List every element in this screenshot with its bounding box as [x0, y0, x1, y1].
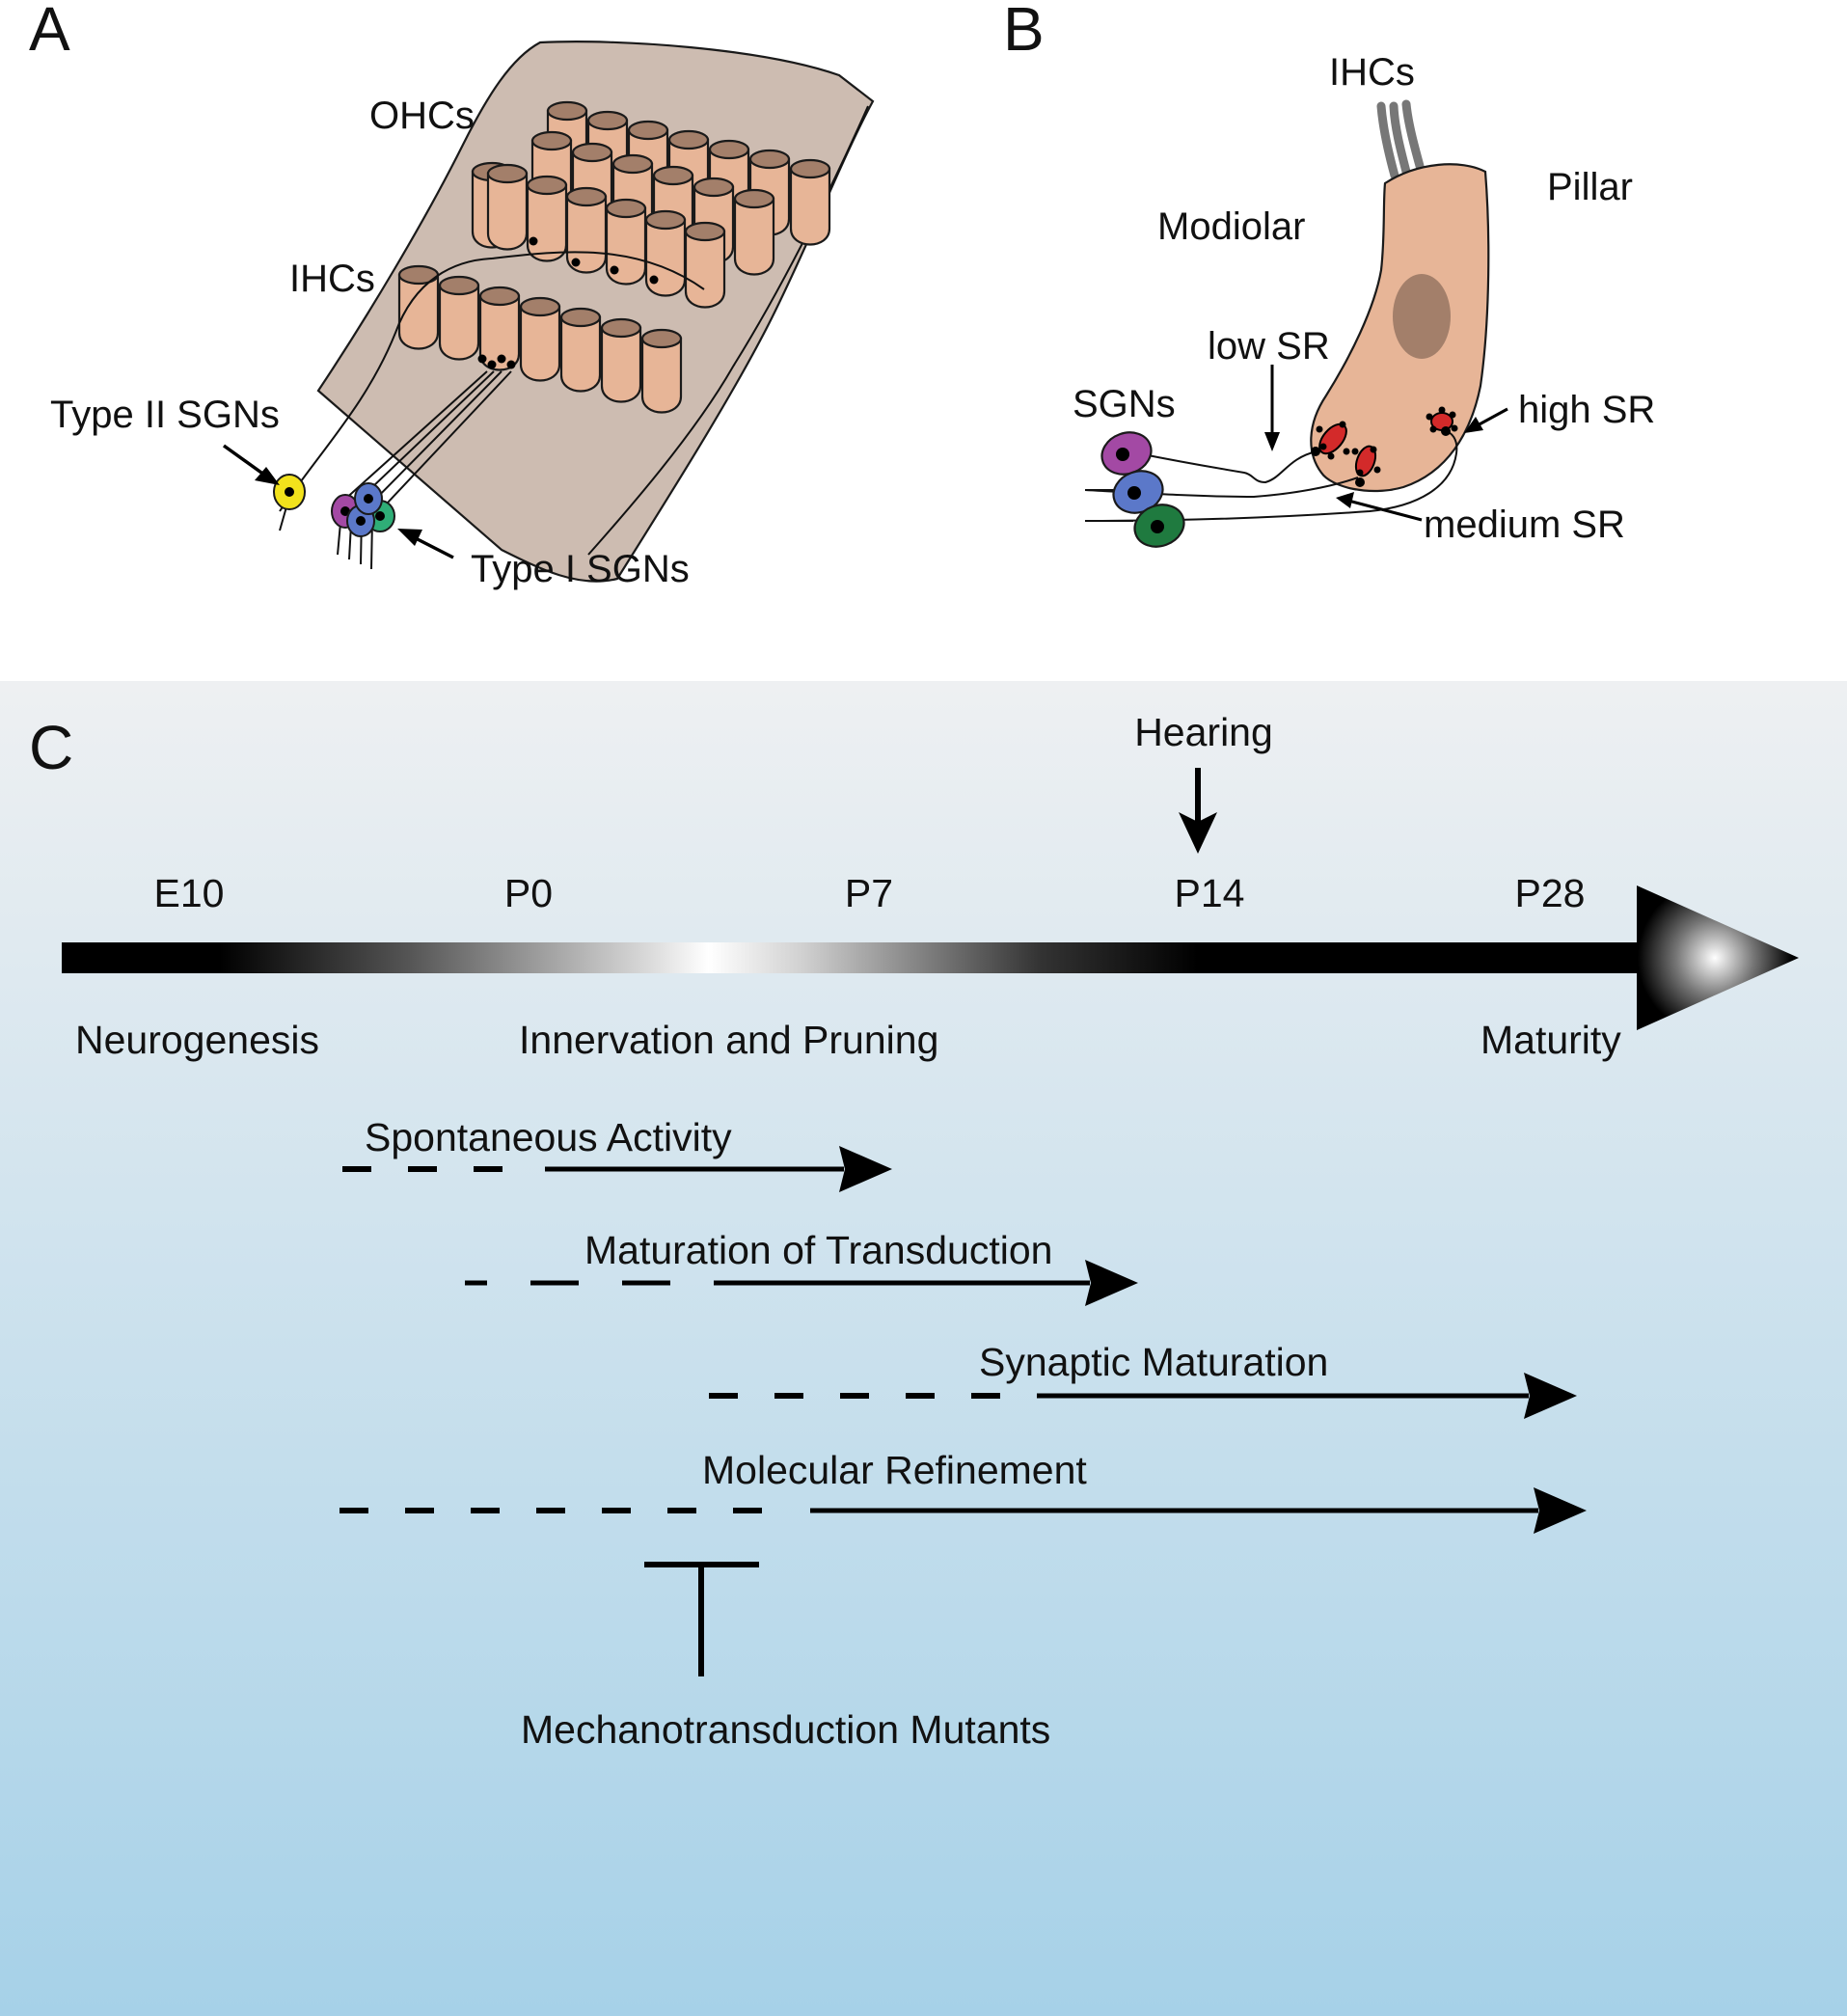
process-spontaneous-activity: Spontaneous Activity [342, 1115, 892, 1192]
process-arrowhead [1524, 1373, 1577, 1419]
timepoint-label: E10 [154, 871, 225, 915]
process-label: Molecular Refinement [702, 1448, 1087, 1492]
terminal [1441, 426, 1451, 436]
label-high-sr: high SR [1518, 389, 1655, 431]
hearing-label: Hearing [1134, 710, 1273, 754]
timepoint-labels: E10 P0 P7 P14 P28 [154, 871, 1586, 915]
type1-arrowhead [397, 529, 422, 546]
panel-a-letter: A [29, 0, 70, 64]
type1-sgns [331, 482, 395, 537]
hair-cell [789, 158, 831, 246]
timeline-arrowhead [1637, 885, 1799, 1030]
high-sr-arrowhead [1464, 417, 1483, 433]
timepoint-label: P0 [504, 871, 553, 915]
hair-cell [397, 264, 440, 350]
stereocilia-bundle [1376, 99, 1425, 180]
low-sr-arrowhead [1264, 432, 1280, 451]
label-modiolar: Modiolar [1157, 205, 1305, 248]
panel-a: A [29, 0, 875, 590]
process-synaptic-maturation: Synaptic Maturation [709, 1340, 1577, 1419]
type1-fiber [371, 370, 512, 520]
nucleus [1393, 274, 1451, 359]
tissue-fold-line [587, 105, 869, 556]
hair-cell [438, 275, 480, 361]
synapse-dots [477, 236, 659, 369]
label-medium-sr: medium SR [1424, 504, 1625, 546]
hair-cell [526, 175, 568, 262]
timeline-arrow [62, 885, 1799, 1030]
stage-neurogenesis: Neurogenesis [75, 1018, 319, 1062]
label-ohcs: OHCs [369, 95, 475, 137]
hair-cell [684, 221, 726, 309]
label-type2-sgns: Type II SGNs [50, 394, 280, 436]
inhibition-marker [644, 1562, 759, 1676]
label-type1-sgns: Type I SGNs [471, 548, 690, 590]
hair-cell [519, 296, 561, 382]
hair-cell [640, 328, 683, 414]
timepoint-label: P14 [1175, 871, 1245, 915]
medium-sr-arrowhead [1336, 492, 1354, 508]
ribbon-synapses [1316, 406, 1458, 477]
process-molecular-refinement: Molecular Refinement [340, 1448, 1587, 1534]
timeline-bar [62, 942, 1640, 973]
process-arrowhead [1085, 1260, 1138, 1306]
panel-c-background [0, 681, 1847, 2016]
label-low-sr: low SR [1208, 325, 1330, 368]
process-label: Maturation of Transduction [584, 1228, 1052, 1272]
panel-b-letter: B [1003, 0, 1045, 64]
stage-innervation: Innervation and Pruning [519, 1018, 938, 1062]
process-maturation-of-transduction: Maturation of Transduction [465, 1228, 1138, 1306]
panel-b: B [1003, 0, 1655, 548]
timepoint-label: P7 [845, 871, 893, 915]
type2-sgn [273, 474, 306, 510]
process-arrowhead [839, 1146, 892, 1192]
hearing-arrowhead [1179, 812, 1217, 854]
label-sgns: SGNs [1073, 383, 1176, 425]
hair-cell [486, 163, 529, 251]
type2-arrowhead [255, 467, 280, 485]
hair-cell [600, 317, 642, 403]
type1-fiber [361, 370, 502, 514]
medium-sr-arrow-shaft [1347, 499, 1423, 522]
type1-axons [337, 501, 373, 570]
type2-fiber [279, 258, 493, 512]
label-ihcs-b: IHCs [1329, 51, 1415, 94]
process-arrowhead [1534, 1487, 1587, 1534]
label-ihcs: IHCs [289, 258, 375, 300]
sgn-cell-bodies [1100, 431, 1185, 548]
terminal [1311, 447, 1320, 456]
inner-hair-cells [397, 264, 683, 414]
hair-cell [733, 188, 775, 276]
outer-hair-cells [471, 100, 831, 309]
type2-arrow-shaft [222, 444, 270, 479]
label-pillar: Pillar [1547, 166, 1633, 208]
process-label: Synaptic Maturation [979, 1340, 1328, 1384]
inhibitor-label: Mechanotransduction Mutants [521, 1707, 1050, 1752]
panel-c-letter: C [29, 713, 73, 782]
terminal [1355, 477, 1365, 487]
panel-c: C Hearing E10 P0 P7 P14 P28 Neurogenesis… [0, 681, 1847, 2016]
low-sr-fiber [1137, 450, 1317, 484]
type1-fiber [351, 370, 495, 507]
timepoint-label: P28 [1515, 871, 1586, 915]
high-sr-arrow-shaft [1475, 407, 1508, 428]
stage-maturity: Maturity [1480, 1018, 1621, 1062]
type1-fiber [341, 370, 488, 503]
type2-fiber-spiral [491, 251, 705, 290]
process-label: Spontaneous Activity [365, 1115, 732, 1159]
hair-cell [478, 286, 521, 371]
hair-cell [559, 307, 602, 393]
